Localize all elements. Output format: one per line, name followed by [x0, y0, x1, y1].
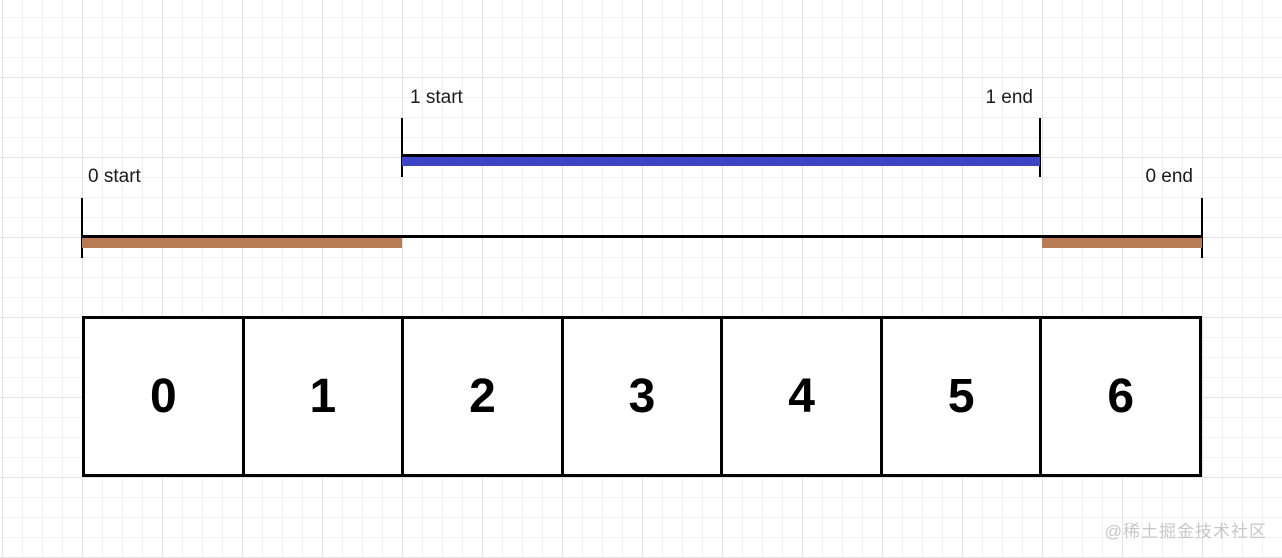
array-cell-1: 1 [241, 319, 402, 474]
interval-0-end-tick [1201, 198, 1203, 258]
juejin-watermark: @稀土掘金技术社区 [1104, 522, 1267, 541]
interval-0-bar-right-segment [1042, 238, 1202, 248]
array-box: 0 1 2 3 4 5 6 [82, 316, 1202, 477]
array-cell-6: 6 [1039, 319, 1199, 474]
interval-0-line [82, 235, 1202, 238]
interval-1-start-label: 1 start [410, 87, 463, 108]
interval-0-start-tick [81, 198, 83, 258]
interval-1-end-tick [1039, 118, 1041, 177]
array-cell-0: 0 [149, 370, 177, 423]
array-cell-2: 2 [401, 319, 561, 474]
array-cell-3: 3 [560, 319, 721, 474]
interval-1-line [402, 154, 1040, 157]
interval-1-bar [402, 157, 1040, 166]
interval-0-bar-left-segment [82, 238, 402, 248]
array-cell-5: 5 [879, 319, 1040, 474]
interval-1-start-tick [401, 118, 403, 177]
interval-0-start-label: 0 start [88, 166, 141, 187]
array-cell-4: 4 [720, 319, 880, 474]
interval-0-end-label: 0 end [1145, 166, 1193, 187]
interval-1-end-label: 1 end [985, 87, 1033, 108]
